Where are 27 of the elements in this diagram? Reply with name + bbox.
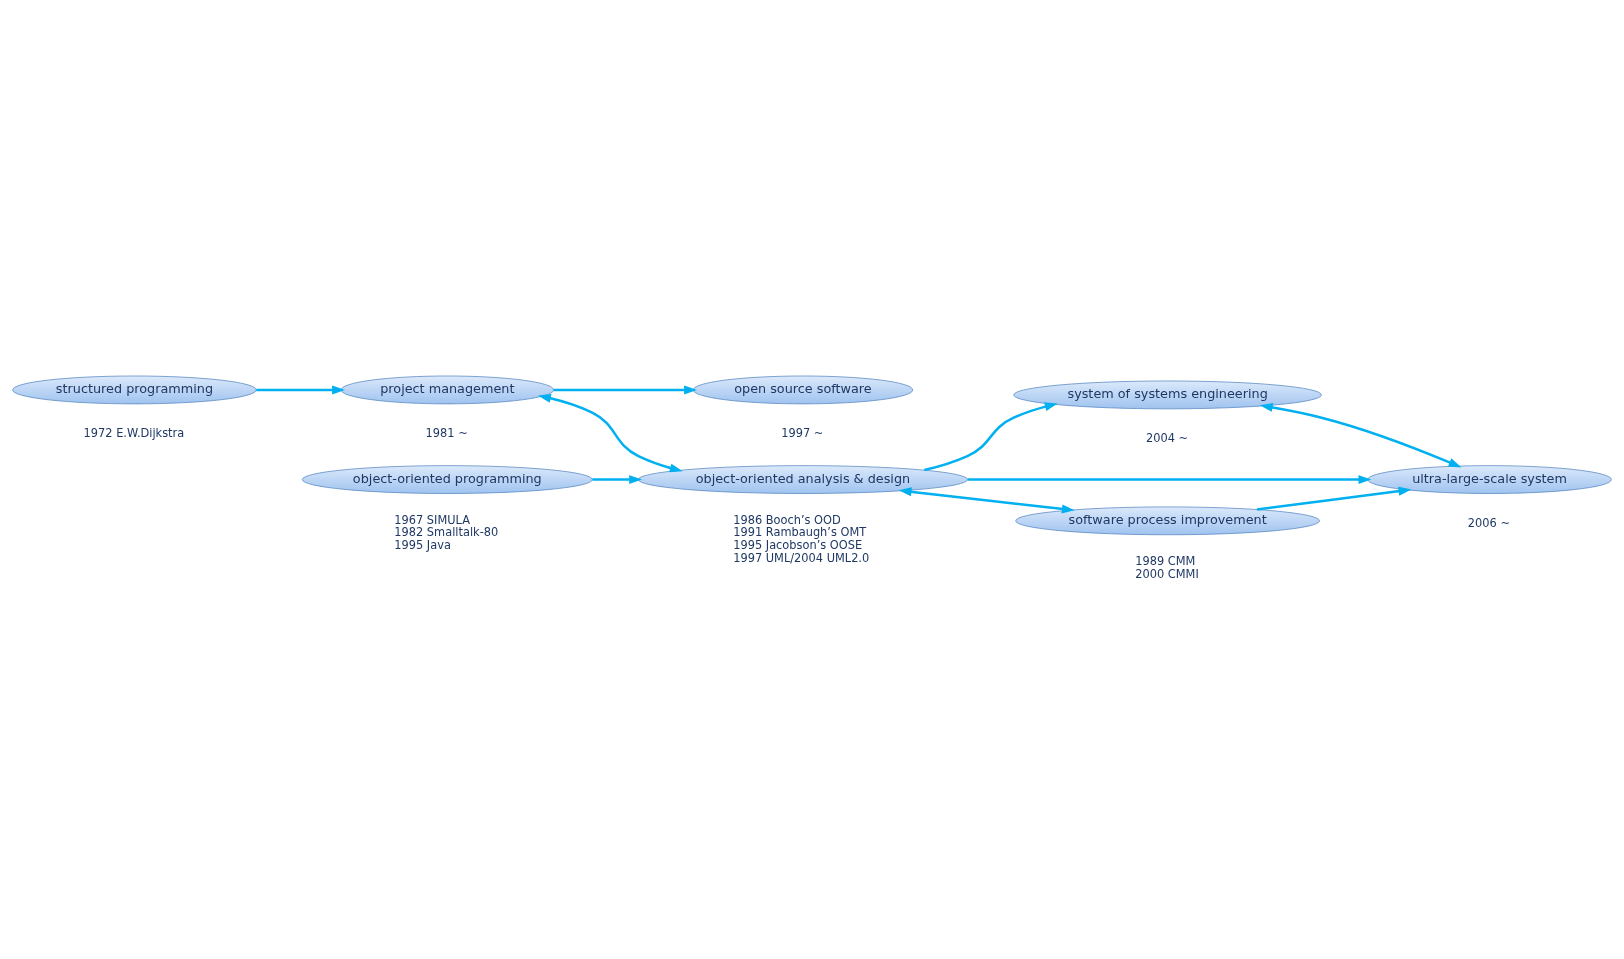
- arrow: [967, 474, 1372, 484]
- node-label: 1972 E.W.Dijkstra: [83, 425, 185, 440]
- node-ellipse: object-oriented programming: [302, 464, 593, 494]
- arrow: [924, 401, 1058, 471]
- node-label: 1981 ~: [425, 425, 468, 440]
- node-label: 2000 CMMI: [1135, 566, 1199, 581]
- arrow: [1259, 402, 1462, 467]
- node-label: 1995 Jacobson’s OOSE: [733, 537, 863, 552]
- node-ellipse: structured programming: [12, 375, 257, 404]
- node-label: 2004 ~: [1145, 430, 1189, 445]
- arrow: [537, 393, 683, 472]
- node-label: 2006 ~: [1467, 515, 1510, 530]
- node-label: 1991 Rambaugh’s OMT: [733, 524, 867, 539]
- node-ellipse: software process improvement: [1015, 506, 1320, 535]
- node-label: 1995 Java: [394, 537, 451, 552]
- arrow: [553, 384, 697, 394]
- arrow: [592, 474, 642, 484]
- node-label: 1997 UML/2004 UML2.0: [733, 550, 870, 565]
- node-ellipse: open source software: [692, 375, 914, 404]
- node-label: 1986 Booch’s OOD: [733, 512, 841, 527]
- node-label: 1982 Smalltalk-80: [394, 524, 499, 539]
- node-label: 1997 ~: [781, 425, 824, 440]
- node-label: 1989 CMM: [1135, 553, 1196, 568]
- arrow: [1256, 486, 1412, 511]
- arrow: [256, 384, 345, 394]
- arrow: [898, 486, 1075, 513]
- node-label: 1967 SIMULA: [394, 512, 470, 527]
